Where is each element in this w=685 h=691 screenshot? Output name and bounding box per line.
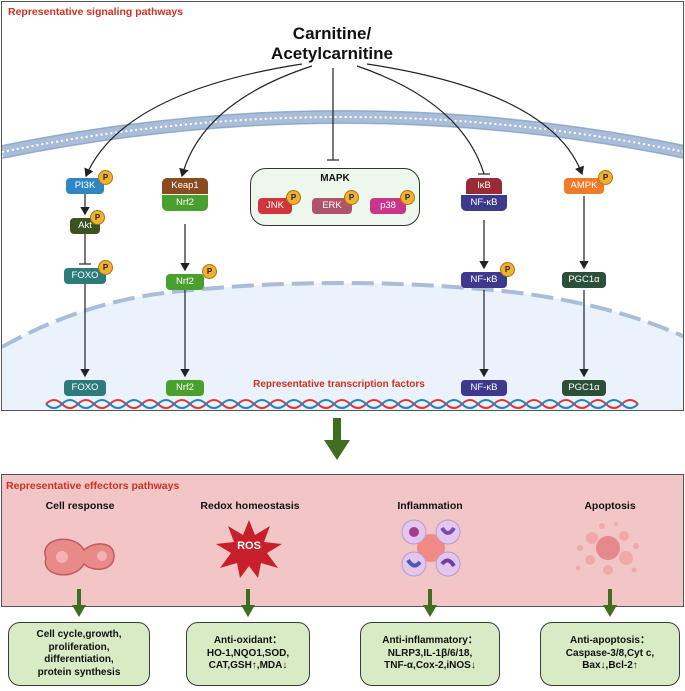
effectors-panel-title: Representative effectors pathways	[6, 480, 180, 492]
phospho-foxo: P	[98, 260, 113, 275]
arrow-to-ikb	[356, 65, 485, 175]
phospho-nfkb: P	[500, 262, 515, 277]
effector-cell-response: Cell response	[45, 500, 115, 512]
ampk-node: AMPK	[564, 178, 604, 194]
phospho-ampk: P	[598, 170, 613, 185]
source-molecule: Carnitine/ Acetylcarnitine	[232, 24, 432, 64]
phospho-akt: P	[90, 210, 105, 225]
outcome-line: Bax↓,Bcl-2↑	[582, 660, 638, 672]
nfkb-node: NF-κB	[461, 272, 507, 288]
effector-redox: Redox homeostasis	[200, 500, 300, 512]
phospho-pi3k: P	[98, 170, 113, 185]
outcome-apoptosis: Anti-apoptosis： Caspase-3/8,Cyt c, Bax↓,…	[540, 622, 680, 686]
nfkb-nuclear: NF-κB	[461, 380, 507, 396]
nrf2-node: Nrf2	[166, 274, 204, 290]
signaling-panel: Representative signaling pathways Carnit…	[1, 1, 684, 411]
outcome-line: proliferation,	[48, 641, 110, 653]
immune-cells-icon	[401, 519, 461, 577]
outcome-line: HO-1,NQO1,SOD,	[206, 647, 290, 659]
outcome-line: Caspase-3/8,Cyt c,	[565, 647, 655, 659]
outcome-line: CAT,GSH↑,MDA↓	[208, 660, 288, 672]
effectors-panel	[1, 474, 684, 607]
outcome-line: NLRP3,IL-1β/6/18,	[387, 647, 473, 659]
outcome-line: Anti-apoptosis：	[570, 635, 650, 647]
phospho-jnk: P	[286, 190, 301, 205]
outcome-inflammation: Anti-inflammatory： NLRP3,IL-1β/6/18, TNF…	[360, 622, 500, 686]
apoptotic-cell-icon	[575, 522, 639, 575]
keap1-node: Keap1	[162, 178, 208, 194]
ros-icon	[216, 520, 282, 578]
nrf2-nuclear: Nrf2	[166, 380, 204, 396]
phospho-nrf2: P	[202, 264, 217, 279]
source-line-2: Acetylcarnitine	[271, 44, 393, 63]
p38-node: p38	[370, 198, 406, 214]
erk-node: ERK	[312, 198, 352, 214]
outcome-cell-response: Cell cycle,growth, proliferation, differ…	[8, 622, 150, 686]
outcome-line: Cell cycle,growth,	[36, 629, 122, 640]
pgc1a-node: PGC1α	[562, 272, 606, 288]
signaling-panel-title: Representative signaling pathways	[8, 6, 184, 18]
cell-division-icon	[44, 538, 115, 576]
transcription-factors-label: Representative transcription factors	[253, 379, 425, 390]
downward-arrow	[324, 418, 350, 460]
dna-helix	[45, 399, 639, 409]
outcome-line: TNF-α,Cox-2,iNOS↓	[384, 660, 476, 672]
outcome-line: protein synthesis	[37, 666, 121, 678]
effector-apoptosis: Apoptosis	[584, 500, 636, 512]
phospho-erk: P	[344, 190, 359, 205]
arrow-to-pi3k	[84, 63, 303, 178]
effector-inflammation: Inflammation	[397, 500, 463, 512]
cell-membrane	[2, 110, 683, 159]
pi3k-node: PI3K	[66, 178, 104, 194]
foxo-nuclear: FOXO	[64, 380, 106, 396]
source-line-1: Carnitine/	[292, 24, 372, 43]
arrow-to-ampk	[366, 63, 585, 176]
outcome-redox: Anti-oxidant： HO-1,NQO1,SOD, CAT,GSH↑,MD…	[186, 622, 310, 686]
nfkb-bound-node: NF-κB	[461, 195, 507, 211]
outcome-arrows	[72, 589, 617, 617]
mapk-title: MAPK	[320, 173, 350, 184]
arrow-to-keap1	[179, 65, 313, 178]
outcome-line: differentiation,	[44, 654, 114, 665]
phospho-p38: P	[400, 190, 415, 205]
cell-structures	[2, 63, 683, 410]
ikb-node: IκB	[466, 178, 502, 194]
ros-label: ROS	[237, 540, 261, 552]
nuclear-envelope	[2, 281, 683, 349]
mapk-box	[250, 168, 420, 226]
jnk-node: JNK	[258, 198, 292, 214]
nrf2-bound-node: Nrf2	[162, 195, 208, 211]
outcome-line: Anti-oxidant：	[213, 635, 283, 647]
pgc1a-nuclear: PGC1α	[562, 380, 606, 396]
outcome-line: Anti-inflammatory：	[382, 635, 478, 647]
nucleus	[2, 283, 683, 410]
foxo-node: FOXO	[64, 268, 106, 284]
